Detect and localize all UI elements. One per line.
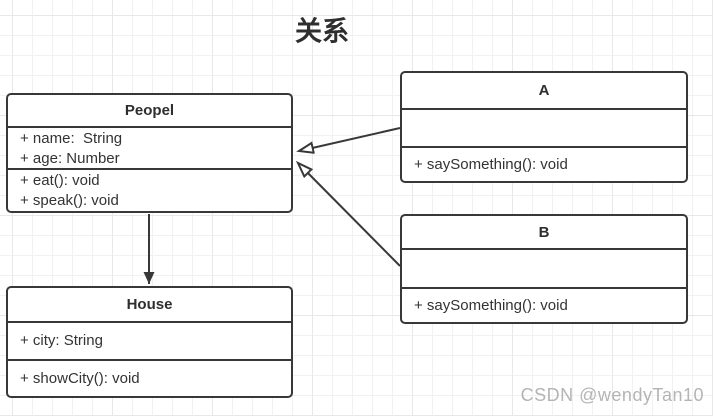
attributes-section: + name: String + age: Number xyxy=(8,128,291,170)
attribute: + city: String xyxy=(20,332,103,349)
class-house: House + city: String + showCity(): void xyxy=(6,286,293,398)
generalization-arrow-b-to-peopel xyxy=(298,163,401,267)
class-b: B + saySomething(): void xyxy=(400,214,688,324)
class-name: A xyxy=(402,73,686,110)
method: + showCity(): void xyxy=(20,369,140,387)
method: + speak(): void xyxy=(20,192,119,209)
diagram-title: 关系 xyxy=(295,16,349,47)
method: + saySomething(): void xyxy=(414,296,568,314)
attribute: + age: Number xyxy=(20,150,120,167)
methods-section: + eat(): void + speak(): void xyxy=(8,170,291,211)
attributes-section xyxy=(402,250,686,289)
attributes-section: + city: String xyxy=(8,323,291,361)
watermark: CSDN @wendyTan10 xyxy=(520,385,704,405)
methods-section: + saySomething(): void xyxy=(402,148,686,181)
class-a: A + saySomething(): void xyxy=(400,71,688,183)
attribute: + name: String xyxy=(20,130,123,147)
generalization-arrow-a-to-peopel xyxy=(299,127,401,151)
class-name: B xyxy=(402,216,686,250)
methods-section: + showCity(): void xyxy=(8,361,291,396)
class-name: House xyxy=(8,288,291,323)
method: + eat(): void xyxy=(20,172,100,189)
attributes-section xyxy=(402,110,686,148)
method: + saySomething(): void xyxy=(414,155,568,173)
class-name: Peopel xyxy=(8,95,291,128)
methods-section: + saySomething(): void xyxy=(402,289,686,322)
class-peopel: Peopel + name: String + age: Number + ea… xyxy=(6,93,293,213)
